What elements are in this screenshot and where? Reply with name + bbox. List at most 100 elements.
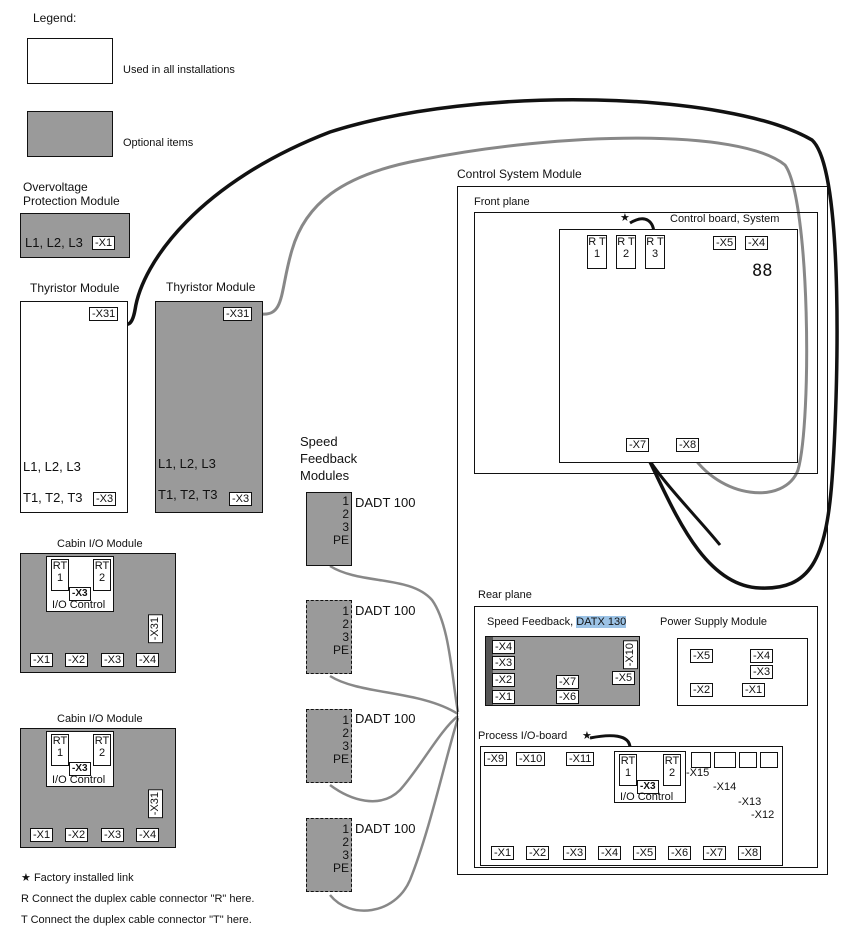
cabin-io-1-x31: -X31 [148, 614, 163, 644]
pio-b-x1: -X1 [491, 846, 515, 860]
sfm-1-label: DADT 100 [355, 495, 416, 510]
cabin-io-1-io-control: I/O Control [52, 599, 106, 611]
cb-x4: -X4 [745, 236, 769, 250]
pio-b-x2: -X2 [526, 846, 550, 860]
sfm-3-label: DADT 100 [355, 711, 416, 726]
ovp-x1-port: -X1 [92, 236, 116, 250]
pio-x13: -X13 [738, 796, 762, 808]
psm-x3: -X3 [750, 665, 774, 679]
sf-label: Speed Feedback, DATX 130 [487, 616, 627, 628]
cb-x7: -X7 [626, 438, 650, 452]
legend-title: Legend: [33, 11, 77, 25]
thyristor-b-x31: -X31 [223, 307, 253, 321]
cb-x8: -X8 [676, 438, 700, 452]
cabin-io-1-port-x3: -X3 [101, 653, 125, 667]
legend-grey-swatch [27, 111, 113, 157]
sf-x4: -X4 [492, 640, 516, 654]
pio-x3: -X3 [637, 780, 659, 794]
legend-white-swatch [27, 38, 113, 84]
cb-display: 88 [752, 261, 773, 281]
star-icon: ★ [21, 872, 31, 884]
pio-b-x7: -X7 [703, 846, 727, 860]
cabin-io-1-x3: -X3 [69, 587, 91, 601]
pio-b-x8: -X8 [738, 846, 762, 860]
cabin-io-2-x3: -X3 [69, 762, 91, 776]
sf-x1: -X1 [492, 690, 516, 704]
pio-x14: -X14 [713, 781, 737, 793]
thyristor-a-l: L1, L2, L3 [23, 459, 81, 474]
csm-title: Control System Module [457, 167, 582, 181]
sfm-4-label: DADT 100 [355, 821, 416, 836]
ovp-title-2: Protection Module [23, 194, 120, 208]
rear-plane [474, 606, 818, 868]
sfm-title-3: Modules [300, 468, 350, 483]
sf-x2: -X2 [492, 673, 516, 687]
control-board-title: Control board, System [670, 213, 780, 225]
pio-x11: -X11 [566, 752, 595, 766]
pio-io-control-label: I/O Control [620, 791, 674, 803]
sf-x7: -X7 [556, 675, 580, 689]
psm-title: Power Supply Module [660, 616, 768, 628]
sf-x6: -X6 [556, 690, 580, 704]
thyristor-a-title: Thyristor Module [30, 281, 120, 295]
cabin-io-2-port-x1: -X1 [30, 828, 54, 842]
sf-x3: -X3 [492, 656, 516, 670]
pio-b-x6: -X6 [668, 846, 692, 860]
ovp-title-1: Overvoltage [23, 180, 88, 194]
thyristor-a-x3: -X3 [93, 492, 117, 506]
thyristor-b-t: T1, T2, T3 [158, 487, 218, 502]
sfm-2-label: DADT 100 [355, 603, 416, 618]
footnote-t: T Connect the duplex cable connector "T"… [21, 914, 252, 926]
factory-star-front: ★ [620, 212, 630, 224]
front-plane [474, 212, 818, 474]
cabin-io-2-io-control: I/O Control [52, 774, 106, 786]
psm-x5: -X5 [690, 649, 714, 663]
cabin-io-2-port-x4: -X4 [136, 828, 160, 842]
sf-x5: -X5 [612, 671, 636, 685]
speed-cable-4 [329, 717, 460, 912]
sfm-title-2: Feedback [300, 451, 358, 466]
cabin-io-1-port-x4: -X4 [136, 653, 160, 667]
front-plane-title: Front plane [474, 196, 530, 208]
psm-x4: -X4 [750, 649, 774, 663]
thyristor-b-module: -X31 L1, L2, L3 T1, T2, T3 -X3 [155, 301, 263, 513]
black-cable [120, 98, 839, 590]
footnote-factory: ★ Factory installed link [21, 872, 134, 884]
pio-x12: -X12 [751, 809, 775, 821]
thyristor-b-l: L1, L2, L3 [158, 456, 216, 471]
footnote-r: R Connect the duplex cable connector "R"… [21, 893, 255, 905]
ovp-label: L1, L2, L3 [25, 235, 83, 250]
pio-x15: -X15 [686, 767, 710, 779]
grey-cable [261, 136, 809, 495]
cabin-io-1-port-x2: -X2 [65, 653, 89, 667]
pio-b-x5: -X5 [633, 846, 657, 860]
speed-cable-1 [329, 564, 460, 713]
psm-x2: -X2 [690, 683, 714, 697]
factory-link-pio [589, 734, 632, 749]
speed-cable-2 [329, 674, 459, 716]
thyristor-b-title: Thyristor Module [166, 280, 256, 294]
pio-b-x3: -X3 [563, 846, 587, 860]
psm-x1: -X1 [742, 683, 766, 697]
sf-board: -X4 -X3 -X2 -X1 -X7 -X6 -X5 -X10 [485, 636, 640, 706]
cabin-io-2-title: Cabin I/O Module [57, 713, 143, 725]
cabin-io-1-port-x1: -X1 [30, 653, 54, 667]
thyristor-a-module: -X31 L1, L2, L3 T1, T2, T3 -X3 [20, 301, 128, 513]
